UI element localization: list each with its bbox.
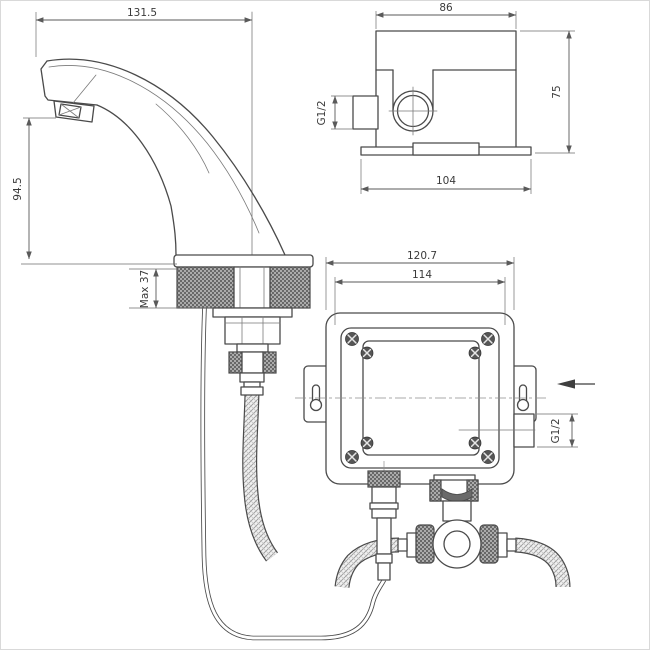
dim-spout-reach: 131.5: [35, 7, 253, 57]
box-notch: [375, 69, 517, 112]
dim-deck-thickness: Max 37: [129, 268, 213, 309]
dim-label-spout-height: 94.5: [12, 177, 24, 200]
faucet-base-hardware: [173, 254, 314, 396]
union-nut-fitting: [429, 474, 479, 522]
outlet-fitting: [513, 413, 535, 448]
dim-label-inner-width: 114: [412, 269, 432, 281]
nut-neck: [236, 343, 269, 353]
faucet-spout: [40, 58, 286, 256]
control-box-side-view: 86 75 104 G1/2: [316, 2, 575, 194]
hose-connector: [239, 372, 265, 396]
screw: [481, 450, 495, 464]
dim-label-box-height: 75: [551, 85, 563, 98]
dim-label-base-width: 104: [436, 175, 456, 187]
faucet-supply-hose: [242, 392, 279, 562]
aerator-leader-line: [72, 74, 97, 104]
port-hole: [388, 86, 438, 136]
screw: [481, 332, 495, 346]
keyhole-slot-right: [516, 384, 530, 412]
tee-valve: [397, 519, 517, 569]
base-flange: [173, 254, 314, 268]
mounting-nut-right: [269, 266, 311, 309]
threaded-shank: [233, 266, 271, 309]
valve-body: [432, 519, 482, 569]
valve-nut-left: [415, 524, 435, 564]
dim-label-spout-reach: 131.5: [127, 7, 157, 19]
dim-inner-width: 114: [334, 269, 506, 325]
screw: [360, 346, 374, 360]
dim-label-outer-width: 120.7: [407, 250, 437, 262]
screw: [468, 436, 482, 450]
hex-nut: [224, 316, 281, 345]
valve-right-hose: [514, 537, 571, 588]
dim-box-width: 86: [375, 2, 517, 29]
screw: [468, 346, 482, 360]
dim-box-height: 75: [520, 30, 575, 154]
cover-screws: [345, 332, 495, 464]
dim-base-width: 104: [360, 159, 532, 194]
box-body: [375, 30, 517, 149]
keyhole-slot-left: [309, 384, 323, 412]
dim-label-box-width: 86: [439, 2, 453, 14]
washer-plate: [212, 307, 293, 318]
dim-label-inlet-thread: G1/2: [316, 100, 328, 125]
dim-outer-width: 120.7: [325, 250, 515, 310]
dim-label-deck-thickness: Max 37: [139, 270, 151, 308]
dim-inlet-thread: G1/2: [316, 95, 353, 130]
sensor-cable: [200, 266, 387, 641]
cable-plug-fitting: [367, 461, 401, 581]
screw: [345, 450, 359, 464]
faucet-side-view: 131.5 94.5 Max 37: [12, 7, 387, 641]
control-box-front-view: 120.7 114 G1/2: [295, 250, 595, 588]
aerator-sensor-window: [53, 100, 95, 123]
valve-riser-tube: [442, 500, 472, 522]
flow-direction-arrow: [557, 379, 595, 389]
screw: [360, 436, 374, 450]
dim-outlet-thread: G1/2: [537, 413, 578, 448]
valve-nut-right: [479, 524, 499, 564]
base-tab: [412, 142, 480, 156]
dim-label-outlet-thread: G1/2: [550, 418, 562, 443]
inlet-fitting: [352, 95, 379, 130]
screw: [345, 332, 359, 346]
knurled-coupling: [228, 351, 277, 374]
dim-spout-height: 94.5: [12, 117, 177, 265]
mounting-nut-left: [176, 266, 235, 309]
